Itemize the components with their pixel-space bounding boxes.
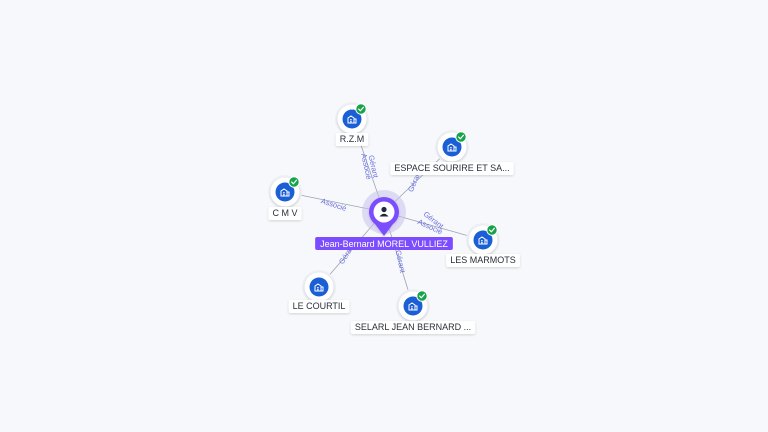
- company-name: LE COURTIL: [293, 301, 346, 311]
- building-icon: [314, 283, 324, 292]
- company-node-cmv[interactable]: C M V: [268, 175, 302, 220]
- company-name: SELARL JEAN BERNARD ...: [355, 322, 471, 332]
- person-icon: [379, 206, 389, 217]
- building-icon: [478, 236, 488, 245]
- building-icon: [447, 143, 457, 152]
- company-name: R.Z.M: [340, 134, 365, 144]
- company-name: C M V: [272, 208, 297, 218]
- node-core: [309, 277, 329, 297]
- node-core: [275, 182, 295, 202]
- node-core: [342, 109, 362, 129]
- building-icon: [408, 302, 418, 311]
- center-node[interactable]: Jean-Bernard MOREL VULLIEZ: [315, 190, 453, 250]
- company-label[interactable]: SELARL JEAN BERNARD ...: [350, 321, 476, 334]
- company-label[interactable]: R.Z.M: [335, 133, 369, 146]
- center-name: Jean-Bernard MOREL VULLIEZ: [320, 239, 448, 249]
- building-icon: [280, 188, 290, 197]
- node-core: [473, 230, 493, 250]
- verified-check-icon: [486, 224, 498, 236]
- center-label[interactable]: Jean-Bernard MOREL VULLIEZ: [315, 237, 453, 250]
- company-node-selarl[interactable]: SELARL JEAN BERNARD ...: [350, 289, 476, 334]
- company-node-marmots[interactable]: LES MARMOTS: [446, 223, 520, 267]
- verified-check-icon: [288, 176, 300, 188]
- nodes-layer: R.Z.M ESPACE SOURIRE ET SA... C M V LES MAR…: [268, 102, 520, 334]
- verified-check-icon: [416, 290, 428, 302]
- company-label[interactable]: LE COURTIL: [288, 300, 350, 313]
- building-icon: [347, 115, 357, 124]
- company-label[interactable]: C M V: [268, 207, 302, 220]
- company-label[interactable]: LES MARMOTS: [446, 254, 520, 267]
- company-name: LES MARMOTS: [450, 255, 516, 265]
- company-name: ESPACE SOURIRE ET SA...: [394, 163, 509, 173]
- verified-check-icon: [355, 103, 367, 115]
- edge-label: Gérant: [394, 249, 408, 274]
- verified-check-icon: [455, 131, 467, 143]
- company-node-courtil[interactable]: LE COURTIL: [288, 270, 350, 313]
- company-label[interactable]: ESPACE SOURIRE ET SA...: [390, 162, 514, 175]
- company-node-espace[interactable]: ESPACE SOURIRE ET SA...: [390, 130, 514, 175]
- edge-label: Associé: [320, 196, 348, 213]
- node-core: [442, 137, 462, 157]
- company-node-rzm[interactable]: R.Z.M: [335, 102, 369, 146]
- node-core: [403, 296, 423, 316]
